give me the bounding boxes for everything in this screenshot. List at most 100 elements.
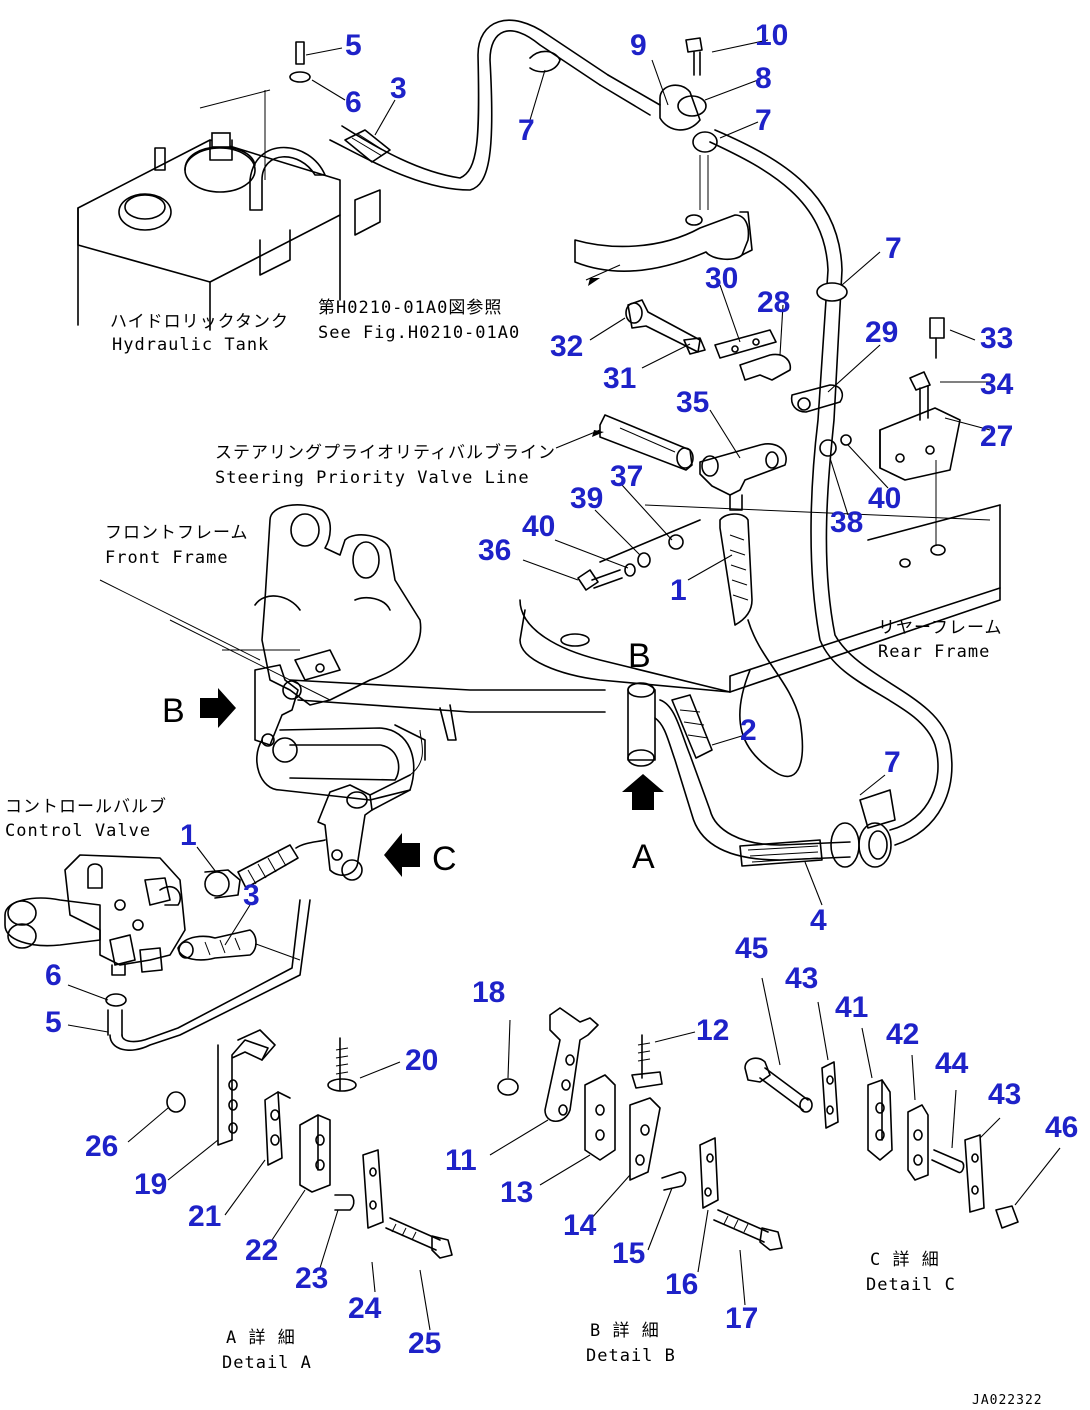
part-callouts: 5 6 3 7 9 10 8 7 7 30 28 29 32 31 33 34 … bbox=[45, 19, 1078, 1360]
callout-12: 12 bbox=[696, 1014, 729, 1047]
callout-6-b: 6 bbox=[45, 959, 62, 992]
clamp-view-c bbox=[317, 729, 423, 881]
callout-24: 24 bbox=[348, 1292, 382, 1325]
callout-41: 41 bbox=[835, 991, 868, 1024]
callout-29: 29 bbox=[865, 316, 898, 349]
callout-31: 31 bbox=[603, 362, 636, 395]
caption-rear-frame-en: Rear Frame bbox=[878, 642, 990, 662]
callout-36: 36 bbox=[478, 534, 511, 567]
callout-7-a: 7 bbox=[518, 114, 535, 147]
callout-10: 10 bbox=[755, 19, 788, 52]
callout-19: 19 bbox=[134, 1168, 167, 1201]
callout-44: 44 bbox=[935, 1047, 969, 1080]
callout-5-b: 5 bbox=[45, 1006, 62, 1039]
caption-hydraulic-tank-en: Hydraulic Tank bbox=[112, 335, 269, 355]
callout-32: 32 bbox=[550, 330, 583, 363]
front-frame bbox=[99, 504, 422, 706]
callout-34: 34 bbox=[980, 368, 1014, 401]
callout-28: 28 bbox=[757, 286, 790, 319]
tank-return-pipe bbox=[289, 19, 609, 191]
callout-43-b: 43 bbox=[988, 1078, 1021, 1111]
callout-45: 45 bbox=[735, 932, 768, 965]
lower-hose-area bbox=[627, 682, 896, 868]
caption-detail-a-en: Detail A bbox=[222, 1353, 312, 1373]
view-marker-c: C bbox=[432, 840, 457, 878]
callout-33: 33 bbox=[980, 322, 1013, 355]
callout-46: 46 bbox=[1045, 1111, 1078, 1144]
callout-1-a: 1 bbox=[670, 574, 687, 607]
callout-8: 8 bbox=[755, 62, 772, 95]
caption-detail-b-jp: B 詳 細 bbox=[590, 1321, 660, 1341]
arrow-right-icon bbox=[200, 688, 236, 728]
hydraulic-tank bbox=[77, 89, 381, 331]
center-pipes bbox=[256, 679, 606, 801]
callout-40-a: 40 bbox=[868, 482, 901, 515]
leader-lines bbox=[67, 39, 1061, 1331]
arrow-up-icon bbox=[622, 774, 664, 810]
caption-see-fig-jp: 第H0210-01A0図参照 bbox=[318, 298, 502, 318]
view-arrows bbox=[200, 688, 664, 877]
callout-14: 14 bbox=[563, 1209, 597, 1242]
callout-25: 25 bbox=[408, 1327, 441, 1360]
callout-30: 30 bbox=[705, 262, 738, 295]
callout-15: 15 bbox=[612, 1237, 645, 1270]
callout-7-c: 7 bbox=[885, 232, 902, 265]
callout-5: 5 bbox=[345, 29, 362, 62]
detail-b bbox=[497, 1007, 783, 1251]
callout-35: 35 bbox=[676, 386, 709, 419]
callout-17: 17 bbox=[725, 1302, 758, 1335]
caption-control-valve-en: Control Valve bbox=[5, 821, 151, 841]
callout-1-b: 1 bbox=[180, 819, 197, 852]
caption-rear-frame-jp: リヤーフレーム bbox=[878, 618, 1002, 638]
callout-3: 3 bbox=[390, 72, 407, 105]
see-fig-pipe bbox=[574, 211, 753, 272]
caption-control-valve-jp: コントロールバルブ bbox=[5, 796, 167, 817]
control-valve bbox=[4, 854, 186, 976]
caption-steering-line-jp: ステアリングプライオリティバルブライン bbox=[215, 442, 556, 463]
upper-hose-run bbox=[599, 37, 953, 846]
callout-39: 39 bbox=[570, 482, 603, 515]
caption-front-frame-en: Front Frame bbox=[105, 548, 229, 568]
bolt-washer-set bbox=[577, 534, 684, 591]
callout-37: 37 bbox=[610, 460, 643, 493]
callout-20: 20 bbox=[405, 1044, 438, 1077]
detail-a bbox=[166, 1029, 453, 1259]
control-valve-hose bbox=[105, 839, 326, 1051]
callout-7-b: 7 bbox=[755, 104, 772, 137]
callout-43-a: 43 bbox=[785, 962, 818, 995]
view-marker-a: A bbox=[632, 838, 655, 876]
callout-16: 16 bbox=[665, 1268, 698, 1301]
arrow-left-icon bbox=[384, 833, 420, 877]
caption-hydraulic-tank-jp: ハイドロリックタンク bbox=[110, 312, 289, 332]
detail-c bbox=[744, 1057, 1019, 1229]
drawing-code: JA022322 bbox=[972, 1393, 1043, 1408]
captions: ハイドロリックタンク Hydraulic Tank 第H0210-01A0図参照… bbox=[5, 298, 1043, 1408]
callout-22: 22 bbox=[245, 1234, 278, 1267]
caption-front-frame-jp: フロントフレーム bbox=[105, 523, 249, 543]
steering-priority-line bbox=[599, 414, 804, 778]
callout-2: 2 bbox=[740, 714, 757, 747]
callout-40-b: 40 bbox=[522, 510, 555, 543]
caption-detail-c-en: Detail C bbox=[866, 1275, 956, 1295]
view-marker-b-left: B bbox=[162, 692, 185, 730]
callout-6: 6 bbox=[345, 86, 362, 119]
callout-7-d: 7 bbox=[884, 746, 901, 779]
callout-3-b: 3 bbox=[243, 879, 260, 912]
front-frame-clamps bbox=[254, 649, 341, 763]
rear-frame bbox=[519, 504, 1001, 693]
callout-27: 27 bbox=[980, 420, 1013, 453]
caption-detail-a-jp: A 詳 細 bbox=[226, 1328, 296, 1348]
callout-13: 13 bbox=[500, 1176, 533, 1209]
callout-21: 21 bbox=[188, 1200, 221, 1233]
clamp-cluster-upper bbox=[625, 299, 961, 556]
caption-see-fig-en: See Fig.H0210-01A0 bbox=[318, 323, 520, 343]
callout-4: 4 bbox=[810, 904, 827, 937]
view-marker-b-top: B bbox=[628, 637, 651, 675]
caption-steering-line-en: Steering Priority Valve Line bbox=[215, 468, 530, 488]
clamp-7-right bbox=[816, 282, 848, 302]
callout-9: 9 bbox=[630, 29, 647, 62]
leader-arrowhead-icon bbox=[588, 278, 600, 286]
leader-arrowhead-icon bbox=[592, 430, 604, 437]
callout-23: 23 bbox=[295, 1262, 328, 1295]
